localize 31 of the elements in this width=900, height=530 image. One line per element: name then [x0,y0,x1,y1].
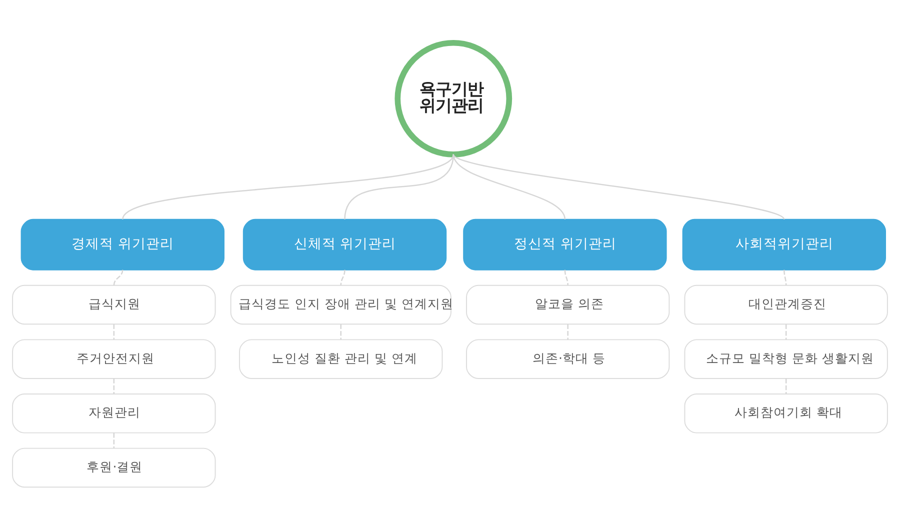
connector [113,270,124,286]
connector [344,154,454,220]
node-box: 급식지원 [12,284,216,325]
node-box: 자원관리 [12,394,216,434]
connector [784,270,787,286]
connector [567,324,568,340]
connector [785,378,787,394]
node-box: 의존·학대 등 [466,339,670,379]
connector [340,270,346,286]
node-circle: 욕구기반 위기관리 [394,40,512,158]
node-box: 신체적 위기관리 [242,218,447,270]
node-box: 대인관계증진 [684,284,888,325]
connector [340,324,342,340]
connector [785,324,787,340]
connector [113,432,115,448]
node-box: 사회적위기관리 [682,218,886,270]
connector [122,154,454,220]
node-box: 경제적 위기관리 [20,218,224,270]
node-box: 알코을 의존 [466,284,670,325]
node-box: 정신적 위기관리 [463,218,667,270]
connector [453,154,785,220]
node-box: 사회참여기회 확대 [684,394,888,434]
connector [113,324,115,340]
node-box: 소규모 밀착형 문화 생활지원 [684,339,888,379]
node-box: 급식경도 인지 장애 관리 및 연계지원 [230,284,452,325]
connector [113,378,115,394]
node-box: 후원·결원 [12,448,216,488]
connector [564,270,568,286]
node-box: 노인성 질환 관리 및 연계 [239,339,443,379]
node-box: 주거안전지원 [12,339,216,379]
connector [452,154,566,220]
